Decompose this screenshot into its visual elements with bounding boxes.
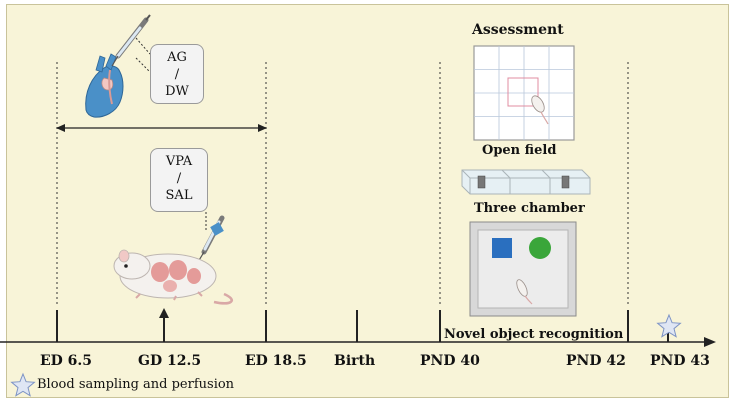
label-pnd43: PND 43: [650, 353, 710, 369]
open-field-box-icon: [473, 45, 575, 141]
legend-star-icon: [10, 372, 36, 397]
syringe-icon: [197, 215, 225, 263]
label-ed65: ED 6.5: [40, 353, 93, 369]
callout-agdw: AG / DW: [150, 44, 204, 104]
novel-object-label: Novel object recognition: [444, 327, 624, 342]
callout-vpasal-line2: /: [176, 171, 182, 186]
pregnant-rat-icon: [113, 249, 233, 305]
three-chamber-label: Three chamber: [474, 201, 585, 216]
open-field-label: Open field: [482, 143, 557, 158]
callout-vpasal-line3: SAL: [165, 188, 193, 203]
three-chamber-box-icon: [461, 169, 591, 195]
callout-vpasal: VPA / SAL: [150, 148, 208, 212]
callout-vpasal-line1: VPA: [165, 154, 193, 169]
gd125-up-arrow: [159, 308, 169, 342]
blood-sampling-star-icon: [656, 313, 682, 338]
timeline-axis: [0, 337, 716, 347]
label-birth: Birth: [334, 353, 376, 369]
gloved-hand-icon: [85, 14, 151, 118]
treatment-period-arrow: [56, 124, 267, 132]
callout-agdw-line2: /: [174, 67, 180, 82]
figure-panel: [6, 4, 729, 398]
label-pnd40: PND 40: [420, 353, 480, 369]
label-gd125: GD 12.5: [138, 353, 202, 369]
callout-agdw-line1: AG: [167, 50, 187, 65]
callout-pointer-agdw: [135, 37, 151, 73]
label-pnd42: PND 42: [566, 353, 626, 369]
label-ed185: ED 18.5: [245, 353, 307, 369]
assessment-title: Assessment: [472, 22, 564, 38]
novel-object-arena-icon: [469, 221, 577, 317]
legend-text: Blood sampling and perfusion: [37, 377, 235, 392]
callout-agdw-line3: DW: [165, 84, 189, 99]
